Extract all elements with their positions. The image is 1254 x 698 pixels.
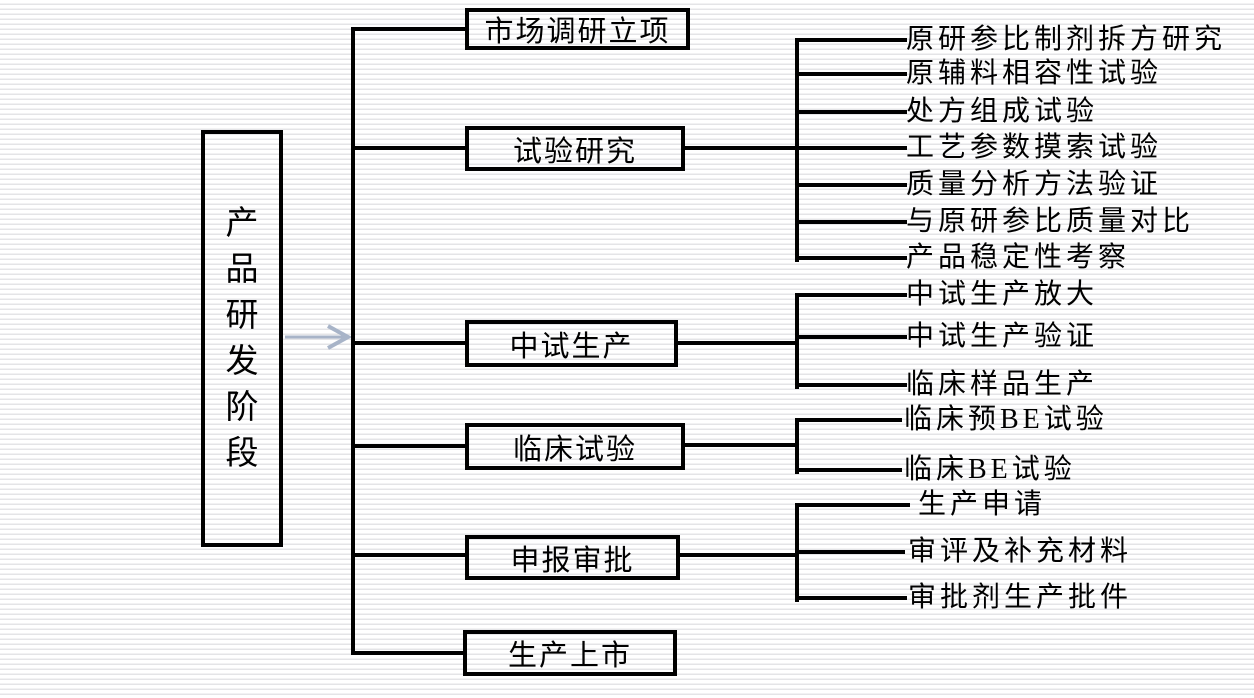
stub-line [795,220,907,224]
stage-box-market-research: 市场调研立项 [465,8,690,50]
leaf-item: 中试生产放大 [906,279,1099,310]
stage-box-label: 中试生产 [509,330,634,363]
stub-line [795,335,907,339]
stub-line [795,256,907,260]
connector-line [351,27,465,31]
leaf-item: 原研参比制剂拆方研究 [906,24,1227,55]
stage-box-label: 市场调研立项 [484,16,671,48]
stub-line [795,503,910,507]
connector-line [351,444,465,448]
stub-line [795,550,905,554]
stub-line [795,146,907,150]
branch-line [795,293,799,389]
leaf-item: 临床BE试验 [904,454,1076,485]
stub-line [795,293,907,297]
leaf-item: 临床样品生产 [906,369,1099,400]
stub-line [795,468,902,472]
connector-line [683,443,799,447]
connector-line [351,553,465,557]
leaf-item: 生产申请 [918,489,1047,520]
stage-box-experimental-research: 试验研究 [465,126,685,171]
stub-line [795,383,907,387]
stub-line [795,72,907,76]
root-box-label: 产品研发阶段 [225,205,259,472]
leaf-item: 质量分析方法验证 [906,169,1163,200]
leaf-item: 审评及补充材料 [908,536,1133,567]
branch-line [795,38,799,262]
stub-line [795,418,902,422]
stage-box-label: 试验研究 [512,135,637,168]
leaf-item: 与原研参比质量对比 [906,206,1195,237]
leaf-item: 处方组成试验 [906,96,1099,127]
stub-line [795,183,907,187]
leaf-item: 产品稳定性考察 [906,242,1131,273]
stub-line [795,110,907,114]
stage-box-production-launch: 生产上市 [463,630,677,676]
stage-box-label: 临床试验 [512,433,637,466]
stub-line [795,596,907,600]
stage-box-pilot-production: 中试生产 [465,320,678,367]
stage-box-clinical-trial: 临床试验 [465,423,685,470]
connector-line [351,651,465,655]
leaf-item: 中试生产验证 [906,321,1099,352]
stage-box-label: 生产上市 [507,640,632,672]
stage-box-label: 申报审批 [510,544,635,577]
leaf-item: 审批剂生产批件 [908,582,1133,613]
connector-line [678,553,799,557]
leaf-item: 临床预BE试验 [904,404,1108,435]
connector-line [676,341,799,345]
leaf-item: 原辅料相容性试验 [906,58,1163,89]
arrow-right-icon [285,324,353,350]
connector-line [351,146,465,150]
connector-line [351,341,465,345]
root-box-product-rd-stage: 产品研发阶段 [201,130,283,547]
connector-line [683,146,799,150]
stub-line [795,38,907,42]
branch-line [795,418,799,474]
leaf-item: 工艺参数摸索试验 [906,132,1163,163]
stage-box-application-approval: 申报审批 [465,535,680,580]
